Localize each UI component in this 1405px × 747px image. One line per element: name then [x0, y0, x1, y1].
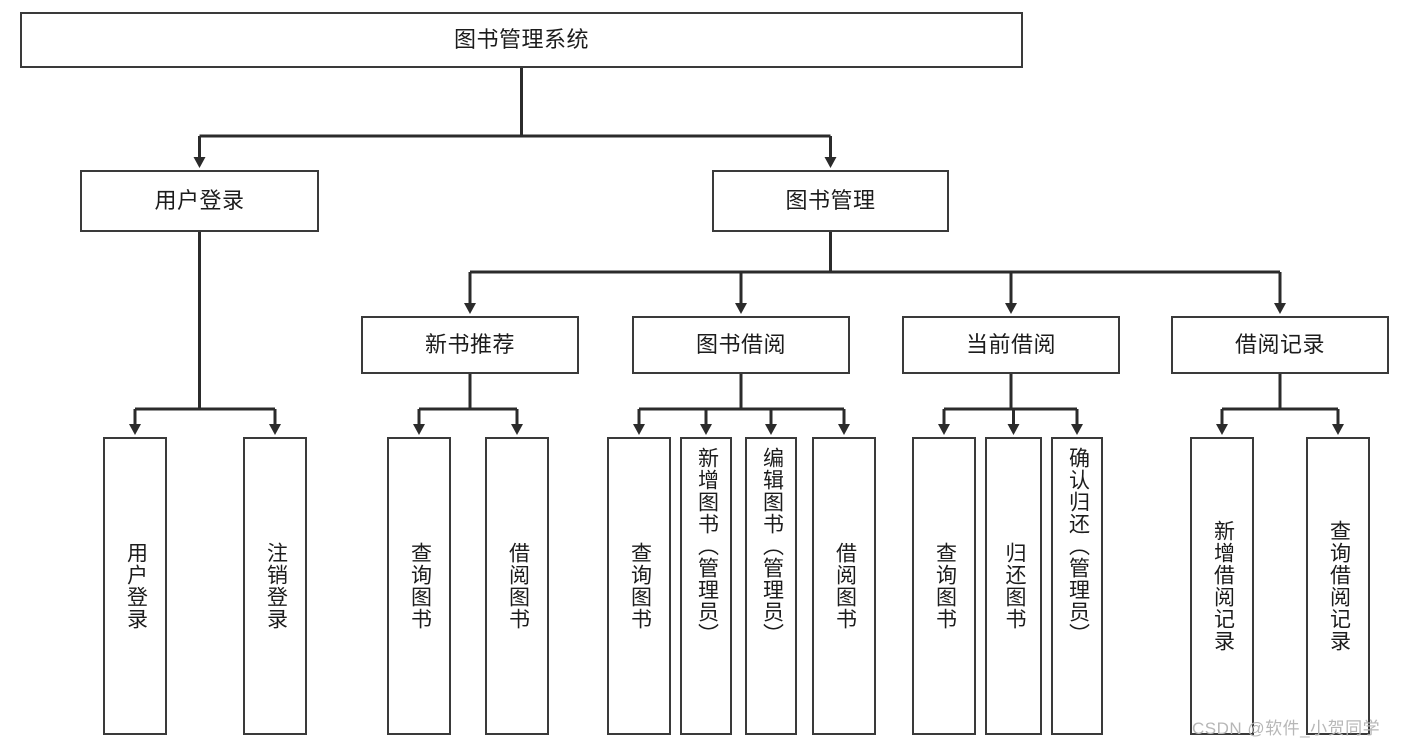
node-label: 借阅图书 — [506, 542, 530, 630]
node-label: 归还图书 — [1002, 542, 1026, 630]
node-label: 新增借阅记录 — [1211, 520, 1235, 652]
node-new-book-recommend[interactable]: 新书推荐 — [361, 316, 579, 374]
node-leaf-add-borrow-record[interactable]: 新增借阅记录 — [1190, 437, 1254, 735]
node-leaf-user-login[interactable]: 用户登录 — [103, 437, 167, 735]
node-book-management[interactable]: 图书管理 — [712, 170, 949, 232]
node-book-borrow[interactable]: 图书借阅 — [632, 316, 850, 374]
node-label: 查询借阅记录 — [1327, 520, 1351, 652]
node-leaf-add-book[interactable]: 新增图书（管理员） — [680, 437, 732, 735]
node-label: 借阅图书 — [833, 542, 857, 630]
node-leaf-return-book[interactable]: 归还图书 — [985, 437, 1042, 735]
node-root[interactable]: 图书管理系统 — [20, 12, 1023, 68]
node-leaf-user-logout[interactable]: 注销登录 — [243, 437, 307, 735]
node-label: 查询图书 — [933, 542, 957, 630]
node-leaf-query-book-3[interactable]: 查询图书 — [912, 437, 976, 735]
node-label: 新书推荐 — [424, 332, 515, 358]
node-leaf-edit-book[interactable]: 编辑图书（管理员） — [745, 437, 797, 735]
node-label: 注销登录 — [264, 542, 288, 630]
node-leaf-query-book-1[interactable]: 查询图书 — [387, 437, 451, 735]
node-label: 图书管理 — [785, 188, 876, 214]
node-label: 确认归还（管理员） — [1066, 447, 1090, 645]
node-label: 新增图书（管理员） — [695, 447, 719, 645]
node-borrow-record[interactable]: 借阅记录 — [1171, 316, 1389, 374]
node-label: 借阅记录 — [1234, 332, 1325, 358]
node-label: 用户登录 — [124, 542, 148, 630]
node-label: 图书借阅 — [695, 332, 786, 358]
node-label: 查询图书 — [628, 542, 652, 630]
node-label: 当前借阅 — [965, 332, 1056, 358]
node-current-borrow[interactable]: 当前借阅 — [902, 316, 1120, 374]
node-label: 图书管理系统 — [453, 27, 589, 53]
csdn-watermark: CSDN @软件_小贺同学 — [1192, 719, 1381, 738]
node-user-login[interactable]: 用户登录 — [80, 170, 319, 232]
node-label: 用户登录 — [154, 188, 245, 214]
node-leaf-borrow-book-1[interactable]: 借阅图书 — [485, 437, 549, 735]
node-leaf-query-borrow-record[interactable]: 查询借阅记录 — [1306, 437, 1370, 735]
node-leaf-confirm-return[interactable]: 确认归还（管理员） — [1051, 437, 1103, 735]
node-leaf-query-book-2[interactable]: 查询图书 — [607, 437, 671, 735]
node-label: 编辑图书（管理员） — [760, 447, 784, 645]
node-label: 查询图书 — [408, 542, 432, 630]
node-leaf-borrow-book-2[interactable]: 借阅图书 — [812, 437, 876, 735]
